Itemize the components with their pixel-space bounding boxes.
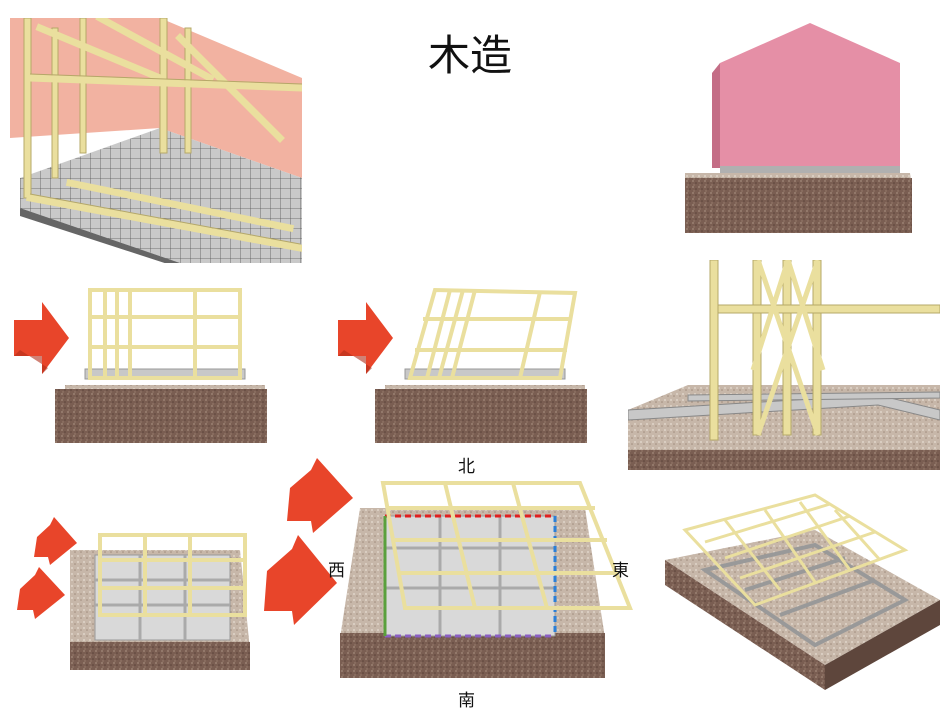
roof-frame-tilted-illustration bbox=[665, 490, 940, 690]
compass-label-north: 北 bbox=[458, 457, 475, 477]
arrow-right-icon bbox=[338, 302, 393, 374]
wall-frame-upright-illustration bbox=[55, 285, 275, 443]
brace-closeup-illustration bbox=[628, 260, 940, 470]
framing-perspective-illustration bbox=[10, 18, 302, 263]
wall-frame-tilted-illustration bbox=[375, 285, 590, 443]
page-title: 木造 bbox=[427, 31, 512, 80]
compass-label-west: 西 bbox=[328, 561, 345, 581]
arrow-down-right-icon bbox=[262, 535, 337, 625]
compass-label-east: 東 bbox=[612, 561, 629, 581]
house-on-foundation-illustration bbox=[680, 18, 925, 233]
floor-frame-small-illustration bbox=[65, 530, 255, 670]
compass-label-south: 南 bbox=[458, 691, 475, 711]
arrow-right-icon bbox=[14, 302, 69, 374]
oriented-floor-plan-illustration bbox=[335, 478, 645, 683]
arrow-down-right-icon bbox=[15, 567, 65, 619]
arrow-down-right-icon bbox=[285, 458, 353, 533]
arrow-down-right-icon bbox=[32, 517, 77, 565]
